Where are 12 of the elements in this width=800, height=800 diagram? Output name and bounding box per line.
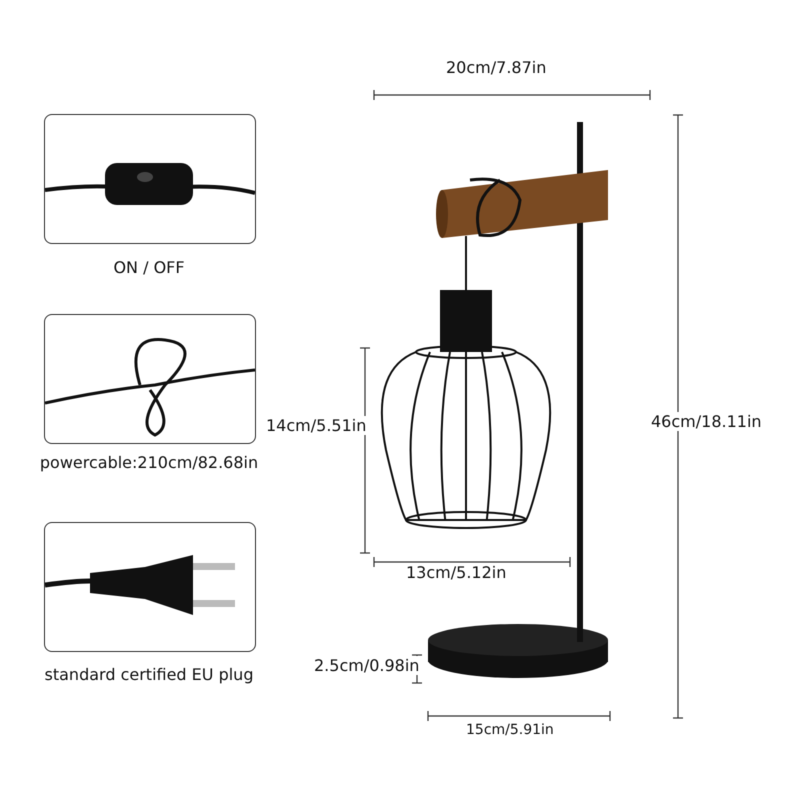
switch-photo xyxy=(44,114,256,244)
dimension-label: 15cm/5.91in xyxy=(466,722,554,738)
node-label: powercable:210cm/82.68in xyxy=(40,453,258,472)
dimension-label: 20cm/7.87in xyxy=(446,58,546,77)
node-label: standard certified EU plug xyxy=(44,665,254,684)
plug-photo xyxy=(44,522,256,652)
dimension-label: 13cm/5.12in xyxy=(406,563,506,582)
dimension-label: 14cm/5.51in xyxy=(266,416,366,435)
dimension-label: 46cm/18.11in xyxy=(651,412,762,431)
node-label: ON / OFF xyxy=(113,258,185,277)
power-cable-photo xyxy=(44,314,256,444)
dimension-label: 2.5cm/0.98in xyxy=(314,656,420,675)
